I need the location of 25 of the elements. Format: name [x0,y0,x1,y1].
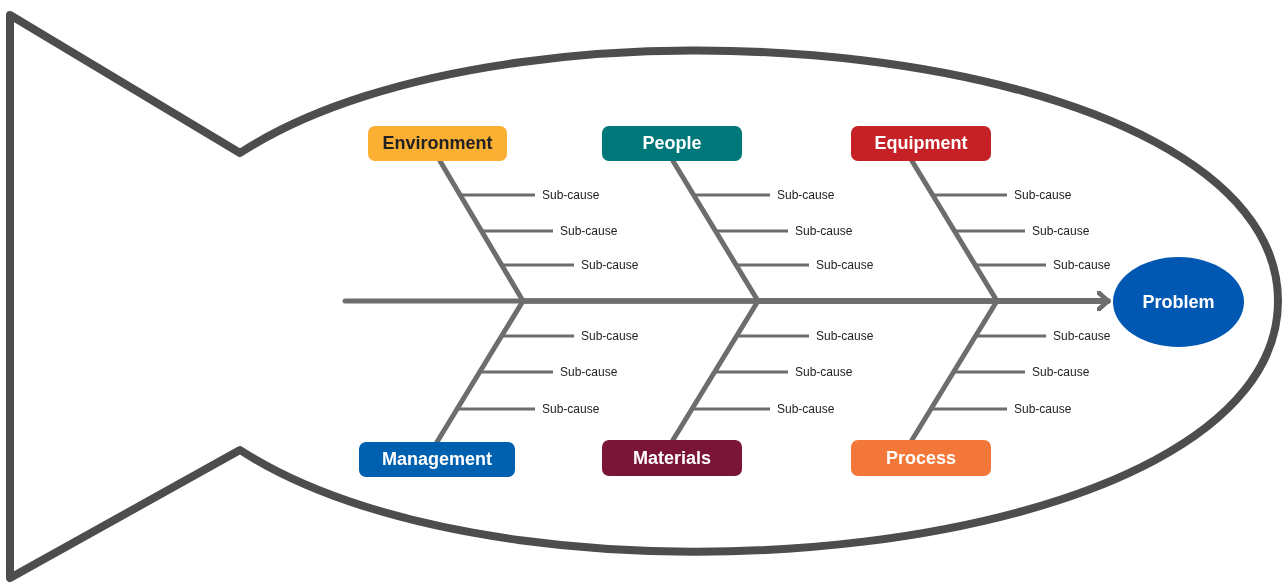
category-box: Environment [368,126,507,161]
sub-cause-label: Sub-cause [816,258,874,272]
sub-cause-label: Sub-cause [795,224,853,238]
sub-cause-label: Sub-cause [560,224,618,238]
sub-cause-label: Sub-cause [581,258,639,272]
sub-cause-label: Sub-cause [560,365,618,379]
category-box: Materials [602,440,742,476]
sub-cause-label: Sub-cause [777,402,835,416]
category-box: Management [359,442,515,477]
problem-ellipse: Problem [1113,257,1244,347]
sub-cause-label: Sub-cause [542,402,600,416]
category-box: People [602,126,742,161]
category-box: Equipment [851,126,991,161]
sub-cause-label: Sub-cause [1014,188,1072,202]
sub-cause-label: Sub-cause [816,329,874,343]
sub-cause-label: Sub-cause [795,365,853,379]
sub-cause-label: Sub-cause [581,329,639,343]
sub-cause-label: Sub-cause [542,188,600,202]
category-box: Process [851,440,991,476]
sub-cause-label: Sub-cause [777,188,835,202]
sub-cause-label: Sub-cause [1032,224,1090,238]
sub-cause-label: Sub-cause [1053,258,1111,272]
sub-cause-label: Sub-cause [1032,365,1090,379]
sub-cause-label: Sub-cause [1053,329,1111,343]
sub-cause-label: Sub-cause [1014,402,1072,416]
